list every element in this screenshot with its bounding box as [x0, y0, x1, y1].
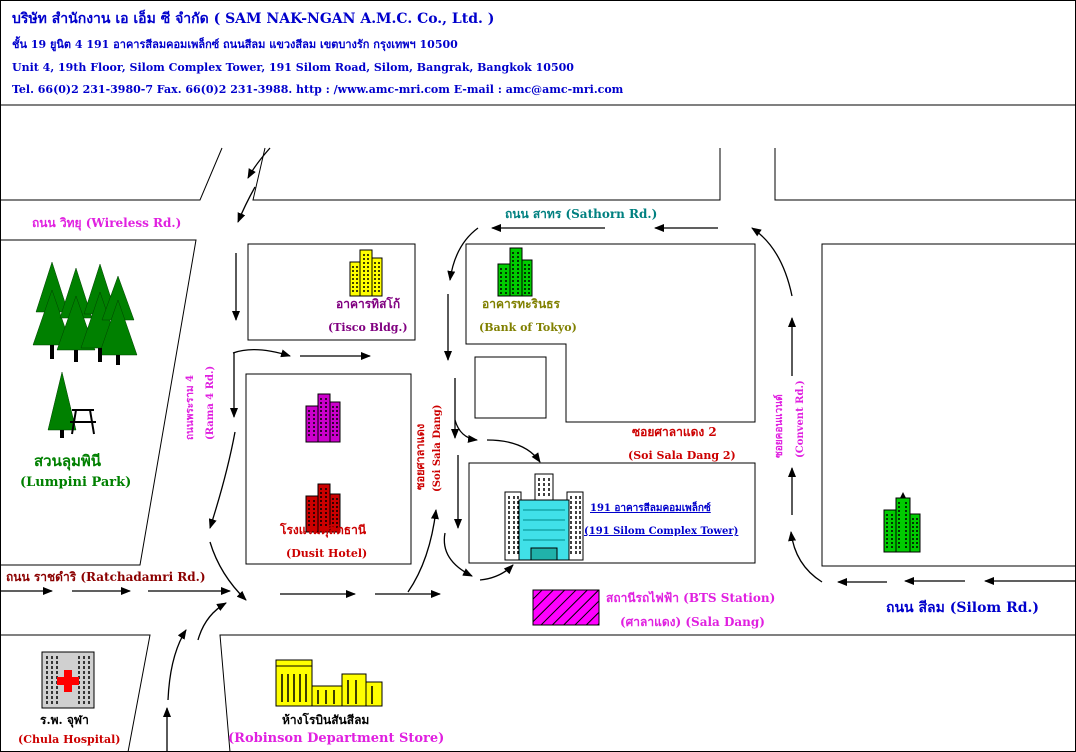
bts-station-marker: [532, 589, 600, 626]
bts-station-label: สถานีรถไฟฟ้า (BTS Station): [606, 591, 776, 605]
hospital-icon: [41, 651, 95, 709]
soi-sala-dang2-label: ซอยศาลาแดง 2: [632, 425, 717, 439]
rama4-road-label-en: (Rama 4 Rd.): [205, 365, 216, 440]
silom-complex-label-en: (191 Silom Complex Tower): [584, 526, 739, 537]
traffic-arrows: [0, 147, 1076, 752]
bank-of-tokyo-label: อาคารทะรินธร: [482, 297, 560, 311]
small-block: [474, 356, 547, 419]
sathorn-road-label: ถนน สาทร (Sathorn Rd.): [505, 207, 658, 221]
tisco-label: อาคารทิสโก้: [336, 297, 401, 311]
building-icon: [504, 473, 584, 561]
address-thai: ชั้น 19 ยูนิต 4 191 อาคารสีลมคอมเพล็กซ์ …: [12, 38, 458, 51]
wireless-road-label: ถนน วิทยุ (Wireless Rd.): [32, 216, 182, 230]
lumpini-park-label-en: (Lumpini Park): [20, 475, 132, 490]
soi-sala-dang-label-en: (Soi Sala Dang): [432, 404, 443, 492]
robinson-label: ห้างโรบินสันสีลม: [282, 713, 370, 727]
tisco-block: [247, 243, 416, 341]
bts-station-label-en: (ศาลาแดง) (Sala Dang): [620, 615, 765, 629]
tokyo-block: [465, 243, 756, 423]
picnic-table-icon: [70, 409, 96, 435]
company-name: บริษัท สำนักงาน เอ เอ็ม ซี จำกัด ( SAM N…: [12, 11, 495, 27]
chula-hospital-label-en: (Chula Hospital): [18, 733, 121, 746]
dusit-hotel-label: โรงแรมดุสิตธานี: [280, 523, 367, 537]
rama4-road-label: ถนนพระราม 4: [185, 374, 196, 440]
dusit-block: [245, 373, 412, 565]
lumpini-park-label: สวนลุมพินี: [34, 452, 102, 470]
soi-sala-dang2-label-en: (Soi Sala Dang 2): [628, 449, 736, 462]
robinson-label-en: (Robinson Department Store): [228, 731, 445, 746]
building-icon: [305, 393, 341, 443]
building-blocks: [245, 243, 1076, 567]
dusit-hotel-label-en: (Dusit Hotel): [286, 547, 368, 560]
department-store-icon: [275, 659, 383, 707]
road-outlines: [0, 147, 1076, 752]
soi-sala-dang-label: ซอยศาลาแดง: [414, 423, 427, 490]
silom-road-label: ถนน สีลม (Silom Rd.): [886, 600, 1040, 616]
building-icon: [349, 249, 383, 297]
building-icon: [883, 492, 921, 553]
chula-hospital-label: ร.พ. จุฬา: [40, 713, 89, 727]
tree-icon: [32, 261, 138, 438]
ratchadamri-road-label: ถนน ราชดำริ (Ratchadamri Rd.): [6, 570, 206, 584]
building-icon: [305, 483, 341, 533]
convent-road-label: ซอยคอนแวนต์: [774, 394, 785, 458]
east-block: [821, 243, 1076, 567]
tisco-label-en: (Tisco Bldg.): [328, 321, 408, 334]
bank-of-tokyo-label-en: (Bank of Tokyo): [479, 321, 577, 334]
address-english: Unit 4, 19th Floor, Silom Complex Tower,…: [12, 61, 574, 74]
building-icon: [497, 247, 533, 297]
contact-info: Tel. 66(0)2 231-3980-7 Fax. 66(0)2 231-3…: [12, 83, 624, 96]
complex-block: [468, 462, 756, 564]
convent-road-label-en: (Convent Rd.): [795, 380, 806, 458]
silom-complex-label: 191 อาคารสีลมคอมเพล็กซ์: [590, 503, 711, 514]
